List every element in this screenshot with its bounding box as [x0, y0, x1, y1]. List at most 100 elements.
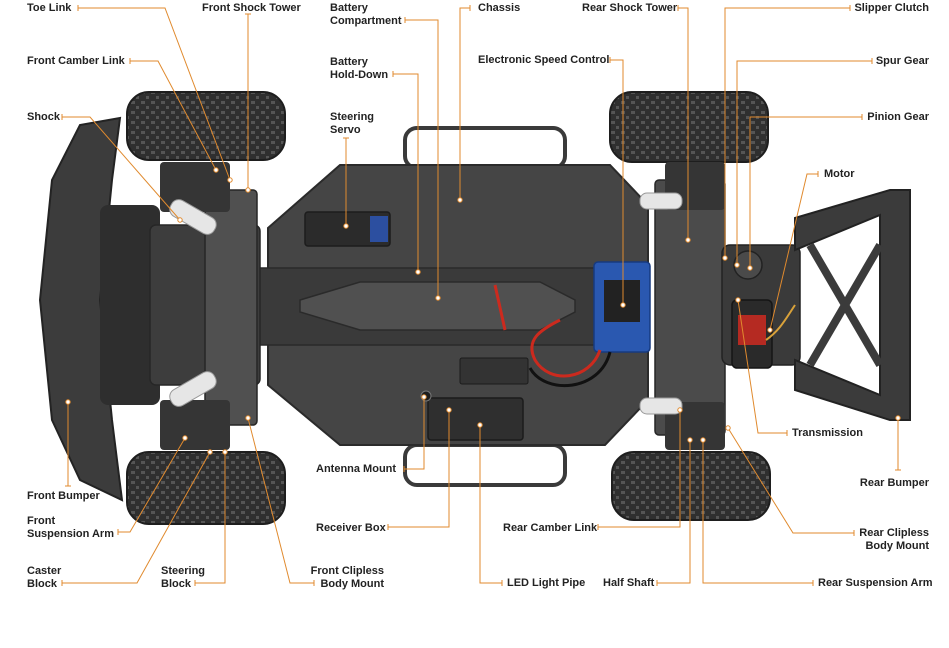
- label-pinion-gear: Pinion Gear: [867, 111, 929, 124]
- leader-toe-link: [78, 7, 231, 181]
- leader-rear-camber-link: [598, 410, 681, 528]
- leader-spur-gear: [736, 60, 872, 265]
- label-spur-gear-line: Spur Gear: [875, 55, 929, 67]
- label-receiver-box: Receiver Box: [316, 522, 386, 535]
- label-front-shock-tower-line: Front Shock Tower: [202, 2, 301, 14]
- label-motor: Motor: [824, 168, 855, 181]
- label-battery-compartment-line: Battery: [330, 2, 368, 14]
- rear-shock-left: [639, 192, 683, 210]
- label-pinion-gear-line: Pinion Gear: [867, 111, 929, 123]
- label-transmission-line: Transmission: [792, 427, 863, 439]
- leader-battery-compartment: [405, 19, 439, 298]
- leader-dot-chassis: [457, 197, 463, 203]
- leader-rear-suspension-arm: [702, 440, 813, 584]
- label-esc: Electronic Speed Control: [478, 54, 609, 67]
- leader-transmission: [737, 299, 787, 434]
- label-toe-link: Toe Link: [27, 2, 71, 15]
- leader-rear-shock-tower: [678, 7, 689, 240]
- leader-led-light-pipe: [479, 425, 502, 584]
- leader-shock: [62, 116, 181, 221]
- label-caster-block-line: Block: [27, 578, 57, 590]
- leader-dot-front-bumper: [65, 399, 71, 405]
- leader-dot-antenna-mount: [421, 394, 427, 400]
- label-half-shaft: Half Shaft: [603, 577, 654, 590]
- esc-heatsink: [604, 280, 640, 322]
- label-front-shock-tower: Front Shock Tower: [202, 2, 301, 15]
- front-shock-tower-part: [204, 189, 258, 426]
- servo-label: [370, 216, 388, 242]
- receiver-box: [427, 397, 524, 441]
- label-rear-shock-tower-line: Rear Shock Tower: [582, 2, 678, 14]
- battery-hold-down: [299, 281, 576, 331]
- label-esc-line: Electronic Speed Control: [478, 54, 610, 66]
- label-battery-hold-down-line: Battery: [330, 56, 368, 68]
- leader-front-suspension-arm: [118, 437, 186, 533]
- label-steering-block-line: Steering: [161, 565, 206, 577]
- light-pipe-bottom: [403, 443, 567, 487]
- leader-pinion-gear: [749, 116, 862, 268]
- label-front-clipless-body-mount-line: Front Clipless: [310, 565, 384, 577]
- leader-dot-receiver-box: [446, 407, 452, 413]
- label-front-camber-link: Front Camber Link: [27, 55, 125, 68]
- label-antenna-mount-line: Antenna Mount: [316, 463, 397, 475]
- label-rear-camber-link: Rear Camber Link: [503, 522, 597, 535]
- leader-dot-pinion-gear: [747, 265, 753, 271]
- rear-shock-right: [639, 397, 683, 415]
- leader-chassis: [459, 7, 470, 200]
- leader-dot-slipper-clutch: [722, 255, 728, 261]
- label-rear-camber-link-line: Rear Camber Link: [503, 522, 598, 534]
- front-shock-right: [169, 371, 217, 407]
- leader-dot-front-shock-tower: [245, 187, 251, 193]
- label-front-suspension-arm-line: Front: [27, 515, 56, 527]
- label-battery-hold-down-line: Hold-Down: [330, 69, 389, 81]
- leader-dot-battery-compartment: [435, 295, 441, 301]
- leader-dot-shock: [177, 217, 183, 223]
- leader-front-clipless-body-mount: [247, 417, 314, 584]
- label-receiver-box-line: Receiver Box: [316, 522, 386, 534]
- leader-battery-hold-down: [393, 73, 419, 272]
- label-shock-line: Shock: [27, 111, 61, 123]
- leader-dot-caster-block: [207, 449, 213, 455]
- leader-dot-battery-hold-down: [415, 269, 421, 275]
- leader-lines: [61, 5, 901, 586]
- leader-dot-led-light-pipe: [477, 422, 483, 428]
- label-chassis: Chassis: [478, 2, 520, 15]
- leader-antenna-mount: [404, 397, 425, 470]
- leader-front-camber-link: [130, 60, 217, 171]
- leader-dot-rear-shock-tower: [685, 237, 691, 243]
- label-rear-clipless-body-mount-line: Rear Clipless: [859, 527, 929, 539]
- leader-motor: [769, 173, 818, 331]
- rear-right-tire: [611, 451, 771, 521]
- label-rear-suspension-arm: Rear Suspension Arm: [818, 577, 933, 590]
- label-rear-bumper-line: Rear Bumper: [859, 477, 929, 489]
- leader-caster-block: [62, 451, 211, 584]
- rear-left-tire: [609, 91, 769, 163]
- spur-gear-part: [733, 250, 763, 280]
- label-front-clipless-body-mount-line: Body Mount: [320, 578, 384, 590]
- label-steering-block-line: Block: [161, 578, 191, 590]
- label-led-light-pipe-line: LED Light Pipe: [507, 577, 586, 589]
- front-right-tire: [126, 451, 286, 525]
- leader-dot-steering-servo: [343, 223, 349, 229]
- leader-dot-rear-clipless-body-mount: [725, 425, 731, 431]
- label-steering-servo-line: Steering: [330, 111, 375, 123]
- label-slipper-clutch-line: Slipper Clutch: [854, 2, 929, 14]
- label-rear-clipless-body-mount-line: Body Mount: [865, 540, 929, 552]
- rear-bumper-brace-2: [806, 242, 884, 368]
- leader-slipper-clutch: [724, 7, 850, 258]
- leader-receiver-box: [388, 410, 450, 528]
- label-led-light-pipe: LED Light Pipe: [507, 577, 585, 590]
- label-front-bumper: Front Bumper: [27, 490, 100, 503]
- front-bulkhead: [100, 205, 160, 405]
- esc-wire-red: [530, 318, 602, 378]
- leader-dot-half-shaft: [687, 437, 693, 443]
- leader-rear-clipless-body-mount: [727, 427, 854, 534]
